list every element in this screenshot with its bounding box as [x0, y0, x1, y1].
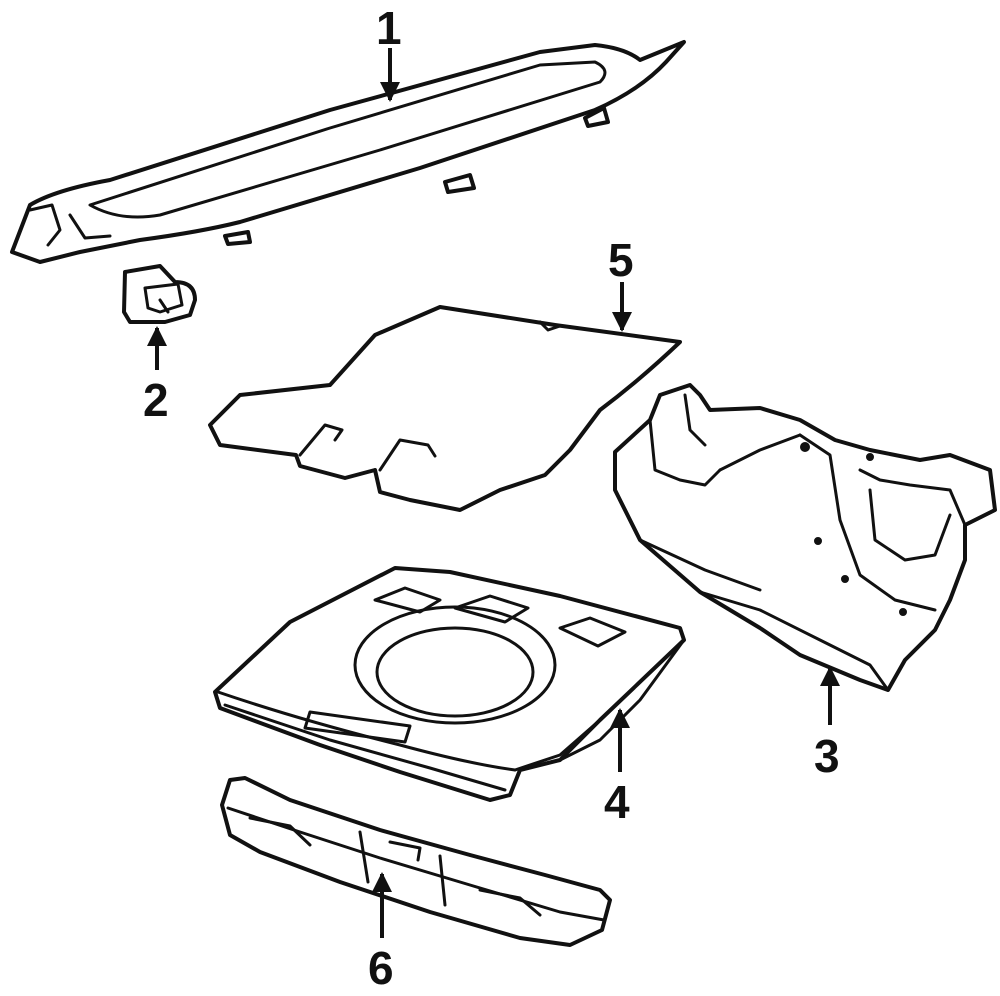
- callout-3: 3: [814, 730, 840, 782]
- callout-1: 1: [376, 2, 402, 54]
- callout-4: 4: [604, 776, 630, 828]
- part-4-floor-panel: [213, 566, 686, 802]
- callout-6: 6: [368, 942, 394, 994]
- part-1-package-tray: [10, 40, 686, 264]
- callout-labels: 1 2 3 4 5 6: [143, 2, 840, 994]
- part-5-trunk-mat: [208, 305, 682, 512]
- leader-lines: [147, 48, 840, 938]
- callout-5: 5: [608, 234, 634, 286]
- part-2-clip: [122, 264, 197, 324]
- part-6-sill-plate: [220, 776, 612, 947]
- callout-2: 2: [143, 374, 169, 426]
- part-3-side-trim: [613, 383, 997, 692]
